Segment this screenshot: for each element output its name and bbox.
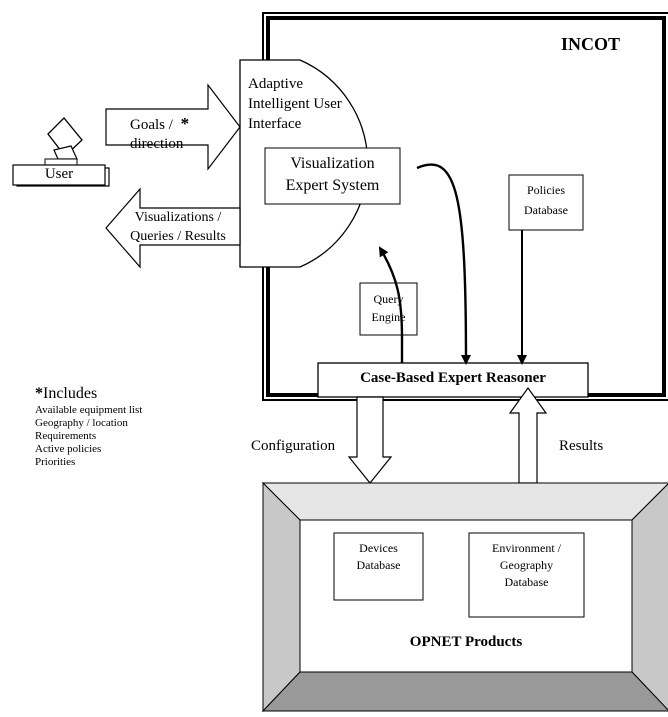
- includes-item: Priorities: [35, 456, 76, 468]
- policies-db-box: [508, 174, 584, 231]
- goals-arrow-shape: [105, 83, 241, 171]
- environment-db-line-1: Environment /: [492, 541, 561, 555]
- vis-expert-line-2: Expert System: [285, 177, 380, 194]
- results-arrow-shape: [105, 187, 241, 269]
- aiui-line-3: Interface: [248, 116, 302, 132]
- includes-heading: Includes: [43, 385, 98, 402]
- reasoner-label: Case-Based Expert Reasoner: [360, 370, 546, 386]
- devices-db-box: [333, 532, 424, 601]
- results-label: Results: [559, 438, 604, 454]
- goals-line-2: direction: [130, 136, 184, 152]
- configuration-arrow-shape: [347, 396, 393, 484]
- results-arrow-line-1: Visualizations /: [134, 210, 222, 225]
- policies-db-line-1: Policies: [527, 183, 565, 197]
- vis-expert-label: Visualization Expert System: [265, 153, 400, 197]
- query-engine-line-2: Engine: [371, 310, 406, 324]
- reasoner-box: [317, 362, 589, 398]
- query-engine-box: [359, 282, 418, 336]
- vis-to-reasoner-arrow: [416, 163, 471, 365]
- incot-title: INCOT: [561, 34, 621, 54]
- includes-item: Available equipment list: [35, 404, 143, 416]
- environment-db-label: Environment / Geography Database: [469, 540, 584, 591]
- computer-icon: [44, 117, 83, 166]
- results-arrow-line-2: Queries / Results: [130, 229, 226, 244]
- goals-asterisk: *: [180, 114, 190, 133]
- policies-db-line-2: Database: [524, 203, 568, 217]
- includes-item: Active policies: [35, 443, 102, 455]
- opnet-frame: [261, 481, 668, 713]
- results-up-arrow-shape: [508, 386, 548, 484]
- vis-expert-line-1: Visualization: [290, 155, 375, 172]
- includes-note: *Includes Available equipment list Geogr…: [35, 384, 142, 469]
- devices-db-line-1: Devices: [359, 541, 398, 555]
- policies-db-label: Policies Database: [509, 180, 583, 220]
- results-arrow-label: Visualizations / Queries / Results: [118, 208, 238, 246]
- opnet-title: OPNET Products: [409, 634, 523, 650]
- vis-expert-box: [264, 147, 401, 205]
- query-engine-line-1: Query: [373, 292, 404, 306]
- environment-db-box: [468, 532, 585, 618]
- aiui-label: Adaptive Intelligent User Interface: [248, 74, 342, 134]
- aiui-line-1: Adaptive: [248, 76, 303, 92]
- user-label: User: [44, 166, 74, 182]
- query-engine-label: Query Engine: [360, 290, 417, 326]
- aiui-line-2: Intelligent User: [248, 96, 342, 112]
- environment-db-line-2: Geography: [499, 558, 554, 572]
- includes-item: Requirements: [35, 430, 97, 442]
- goals-line-1: Goals /: [130, 117, 173, 133]
- environment-db-line-3: Database: [504, 575, 549, 589]
- user-box: [12, 164, 110, 187]
- devices-db-line-2: Database: [356, 558, 401, 572]
- includes-item: Geography / location: [35, 417, 128, 429]
- configuration-label: Configuration: [251, 438, 336, 454]
- query-to-aiui-arrow: [378, 246, 404, 363]
- includes-asterisk: *: [35, 385, 43, 402]
- devices-db-label: Devices Database: [334, 540, 423, 574]
- goals-label: Goals / * direction: [130, 114, 189, 154]
